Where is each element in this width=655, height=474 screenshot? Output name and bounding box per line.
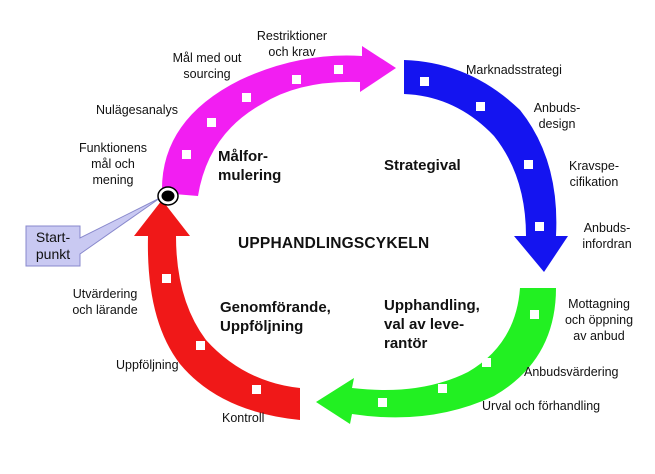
step-urval: Urval och förhandling bbox=[482, 399, 601, 413]
marker-urval-2 bbox=[378, 398, 387, 407]
marker-mottagning bbox=[530, 310, 539, 319]
phase-malformulering: Målfor- mulering bbox=[218, 148, 282, 184]
marker-restriktioner bbox=[292, 75, 301, 84]
marker-utvardering bbox=[162, 274, 171, 283]
step-utvardering: Utvärdering och lärande bbox=[72, 287, 138, 317]
arc-strategival bbox=[404, 60, 568, 272]
step-kravspecifikation: Kravspe- cifikation bbox=[568, 159, 620, 189]
arc-genomforande bbox=[134, 200, 300, 420]
marker-anbudsvardering bbox=[482, 358, 491, 367]
step-markers bbox=[162, 65, 544, 407]
marker-marknadsstrategi bbox=[420, 77, 429, 86]
step-mottagning: Mottagning och öppning av anbud bbox=[564, 297, 634, 343]
step-anbudsvardering: Anbudsvärdering bbox=[524, 365, 619, 379]
step-mal-med-outsourcing: Mål med out sourcing bbox=[172, 51, 242, 81]
marker-nulagesanalys bbox=[207, 118, 216, 127]
marker-kravspecifikation bbox=[524, 160, 533, 169]
step-kontroll: Kontroll bbox=[222, 411, 265, 425]
step-nulagesanalys: Nulägesanalys bbox=[96, 103, 178, 117]
step-marknadsstrategi: Marknadsstrategi bbox=[466, 63, 562, 77]
step-restriktioner: Restriktioner och krav bbox=[256, 29, 328, 59]
step-uppfoljning: Uppföljning bbox=[116, 358, 179, 372]
marker-funktionens bbox=[182, 150, 191, 159]
marker-anbudsdesign bbox=[476, 102, 485, 111]
step-anbudsdesign: Anbuds- design bbox=[533, 101, 581, 131]
arc-upphandling bbox=[316, 288, 556, 424]
start-callout-shape bbox=[25, 197, 161, 267]
marker-restriktioner-2 bbox=[334, 65, 343, 74]
start-marker bbox=[157, 186, 179, 206]
marker-anbudsinfordran bbox=[535, 222, 544, 231]
step-funktionens: Funktionens mål och mening bbox=[78, 141, 148, 187]
marker-uppfoljning bbox=[196, 341, 205, 350]
marker-kontroll bbox=[252, 385, 261, 394]
phase-strategival: Strategival bbox=[384, 157, 461, 174]
phase-genomforande: Genomförande, Uppföljning bbox=[220, 299, 331, 335]
marker-mal-med-outsourcing bbox=[242, 93, 251, 102]
cycle-title: UPPHANDLINGSCYKELN bbox=[238, 235, 430, 252]
marker-urval bbox=[438, 384, 447, 393]
step-anbudsinfordran: Anbuds- infordran bbox=[582, 221, 632, 251]
phase-upphandling: Upphandling, val av leve- rantör bbox=[384, 297, 480, 352]
start-label: Start- punkt bbox=[35, 229, 71, 262]
